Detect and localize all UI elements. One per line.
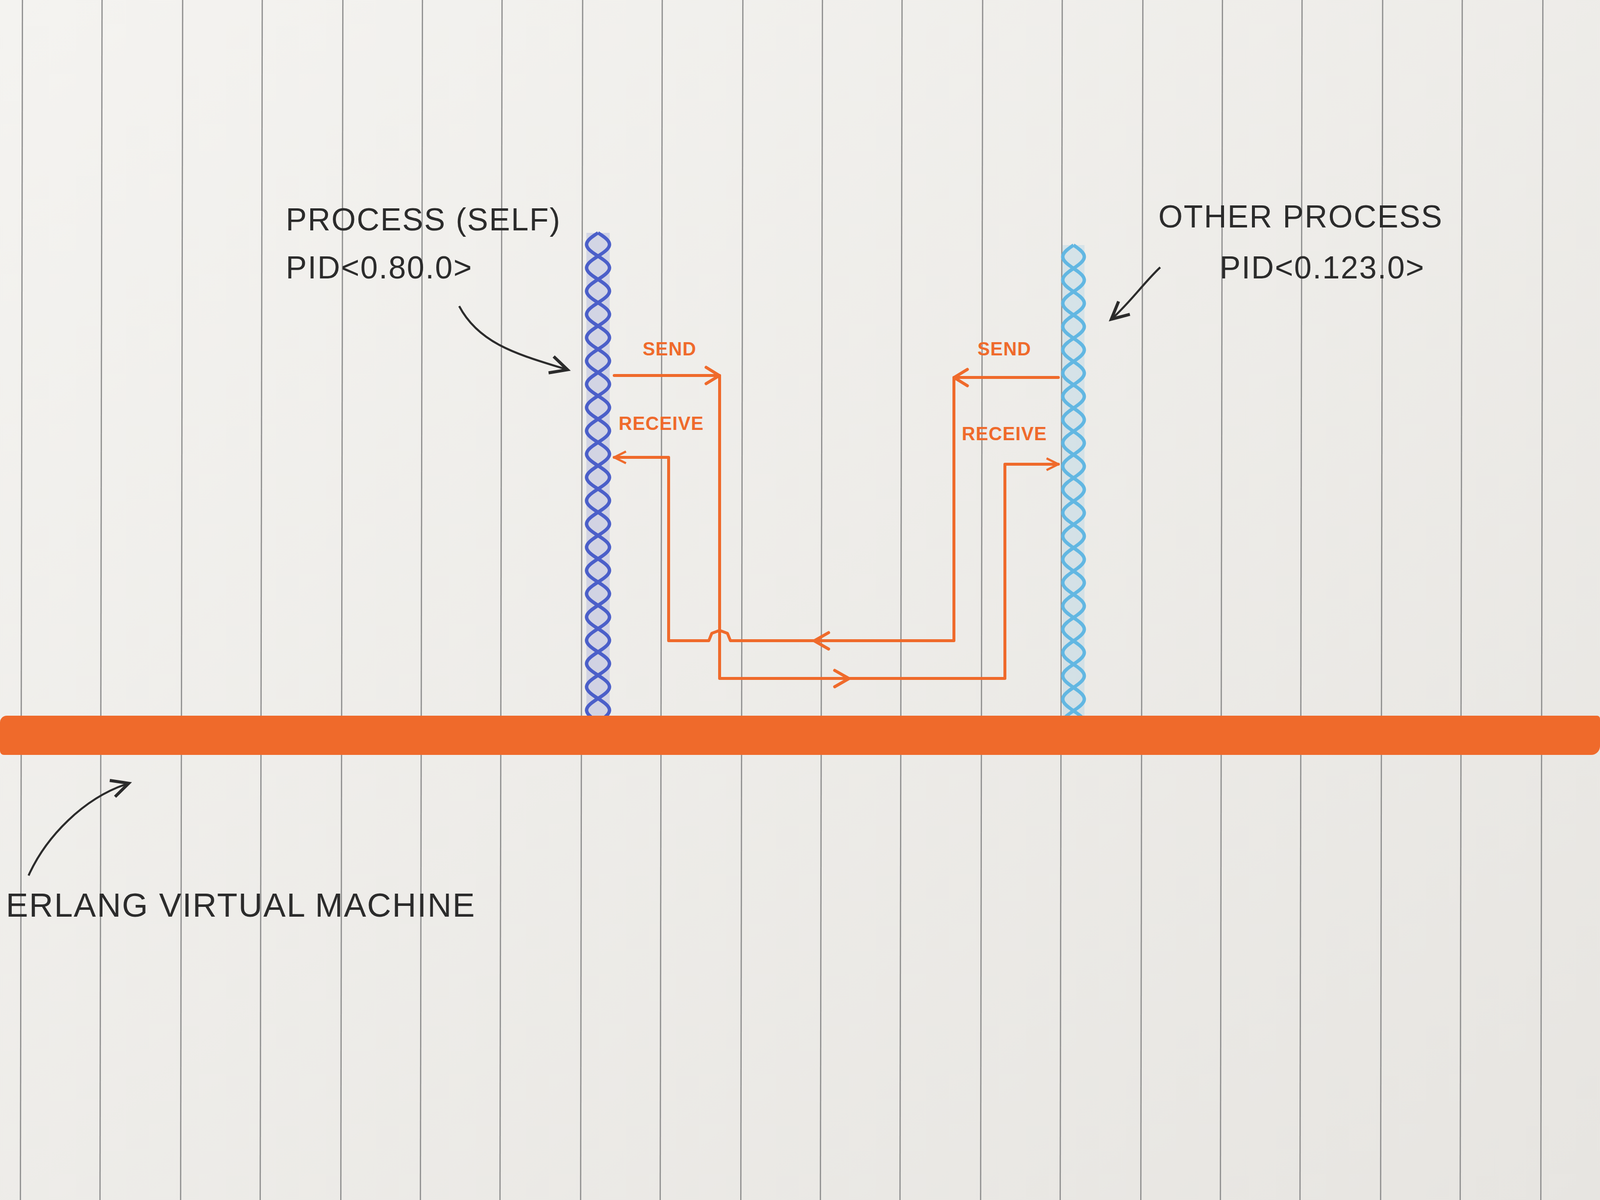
message-path — [614, 377, 1059, 641]
strand-helix — [586, 232, 610, 721]
rule-line — [1060, 0, 1063, 1200]
rule-line — [900, 0, 902, 1200]
rule-line — [660, 0, 663, 1200]
rule-line — [1460, 0, 1463, 1200]
rule-line — [980, 0, 983, 1200]
strand-helix — [586, 232, 610, 721]
message-label: RECEIVE — [618, 413, 704, 435]
leader-line — [459, 305, 567, 370]
strand-figure — [1058, 245, 1089, 721]
direction-chevrons — [705, 367, 968, 687]
strand-helix — [1062, 245, 1085, 721]
node-subheading: PID<0.80.0> — [285, 250, 473, 287]
node-heading: PROCESS (SELF) — [285, 201, 561, 239]
rule-line — [340, 0, 343, 1200]
rule-line — [20, 0, 23, 1200]
rule-line — [1140, 0, 1143, 1200]
vm-band: ERLANG VIRTUAL MACHINE — [0, 715, 1600, 755]
rule-line — [580, 0, 583, 1200]
rule-line — [100, 0, 102, 1200]
strand-helix — [1062, 245, 1085, 721]
process-strand: OTHER PROCESSPID<0.123.0> — [1058, 245, 1089, 721]
rule-line — [740, 0, 743, 1200]
leader-line — [1112, 267, 1161, 319]
message-label: SEND — [977, 338, 1032, 361]
node-heading: ERLANG VIRTUAL MACHINE — [5, 885, 476, 925]
rule-line — [1380, 0, 1383, 1200]
rule-line — [1540, 0, 1543, 1200]
rule-line — [1220, 0, 1223, 1200]
paper-rules — [20, 0, 1544, 1200]
node-heading: OTHER PROCESS — [1158, 199, 1444, 236]
strand-fill — [586, 232, 610, 721]
process-strand: PROCESS (SELF)PID<0.80.0> — [581, 232, 615, 721]
rule-line — [500, 0, 502, 1200]
message-label: SEND — [642, 338, 697, 361]
node-subheading: PID<0.123.0> — [1219, 250, 1425, 287]
message-path — [614, 375, 1059, 679]
rule-line — [260, 0, 263, 1200]
strand-fill — [1062, 245, 1085, 721]
rule-line — [420, 0, 423, 1200]
rule-line — [180, 0, 183, 1200]
message-label: RECEIVE — [961, 423, 1048, 446]
strand-figure — [581, 232, 615, 721]
rule-line — [1300, 0, 1302, 1200]
rule-line — [820, 0, 823, 1200]
leader-line — [28, 783, 128, 876]
